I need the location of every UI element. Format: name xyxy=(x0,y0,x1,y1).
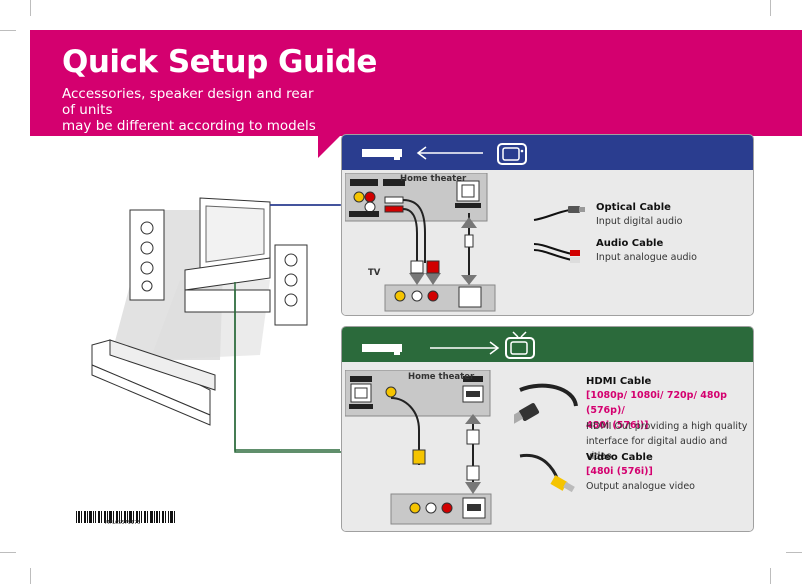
left-speaker xyxy=(129,209,165,301)
optical-cable-title: Optical Cable xyxy=(596,202,671,213)
hdmi-connection-diagram xyxy=(345,370,492,525)
signal-direction-icon xyxy=(362,331,535,359)
crop-mark xyxy=(786,552,802,553)
page-subtitle: Accessories, speaker design and rear of … xyxy=(62,86,316,134)
crop-mark xyxy=(0,552,16,553)
home-theater-label: Home theater xyxy=(408,372,475,382)
crop-mark xyxy=(30,0,31,16)
optical-panel-header xyxy=(342,135,753,170)
optical-panel-body: Home theater TV Optical Cable Input digi… xyxy=(342,170,753,315)
header-banner xyxy=(30,30,802,158)
hdmi-panel-body: Home theater HDMI Cable [1080p/ 1080i/ 7… xyxy=(342,362,753,531)
crop-mark xyxy=(770,0,771,16)
home-theater-label: Home theater xyxy=(400,174,467,184)
audio-cable-title: Audio Cable xyxy=(596,238,664,249)
crop-mark xyxy=(0,30,16,31)
audio-cable-icon xyxy=(533,243,580,263)
crop-mark xyxy=(770,568,771,584)
right-speaker xyxy=(274,244,308,326)
video-cable-icon xyxy=(519,453,575,493)
optical-audio-panel: Home theater TV Optical Cable Input digi… xyxy=(341,134,754,316)
optical-cable-icon xyxy=(533,206,585,221)
video-cable-spec: [480i (576i)] xyxy=(586,466,653,477)
optical-cable-desc: Input digital audio xyxy=(596,216,683,227)
hdmi-cable-desc: HDMI Out providing a high quality interf… xyxy=(586,421,748,462)
video-cable-desc: Output analogue video xyxy=(586,481,695,492)
hdmi-panel-header xyxy=(342,327,753,362)
video-cable-title: Video Cable xyxy=(586,452,653,463)
hdmi-cable-icon xyxy=(514,383,578,425)
hdmi-cable-title: HDMI Cable xyxy=(586,376,652,387)
signal-direction-icon xyxy=(362,143,527,165)
audio-cable-desc: Input analogue audio xyxy=(596,252,697,263)
hdmi-cable-spec: [1080p/ 1080i/ 720p/ 480p (576p)/ 480i (… xyxy=(586,390,727,431)
barcode-number: MFL65579175 xyxy=(105,520,141,526)
page-title: Quick Setup Guide xyxy=(62,44,377,80)
tv-label: TV xyxy=(368,268,381,278)
home-theater-room-illustration xyxy=(91,197,340,451)
hdmi-video-panel: Home theater HDMI Cable [1080p/ 1080i/ 7… xyxy=(341,326,754,532)
optical-connection-diagram xyxy=(345,173,496,312)
barcode xyxy=(76,511,175,523)
crop-mark xyxy=(30,568,31,584)
